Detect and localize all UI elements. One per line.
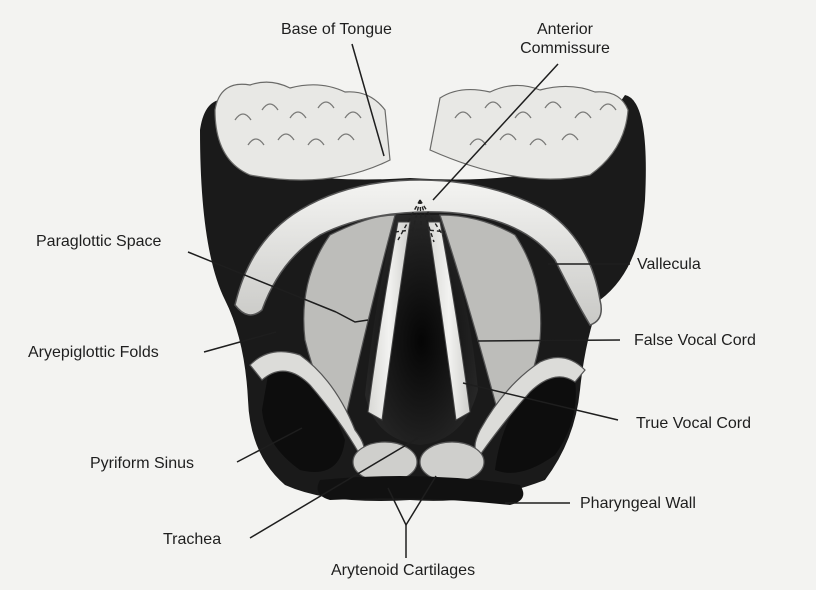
label-anterior-commissure: Anterior Commissure bbox=[500, 20, 630, 58]
arytenoid-right bbox=[420, 442, 484, 482]
label-base-of-tongue: Base of Tongue bbox=[281, 20, 392, 39]
label-arytenoid-cartilages: Arytenoid Cartilages bbox=[331, 561, 475, 580]
label-pharyngeal-wall: Pharyngeal Wall bbox=[580, 494, 696, 513]
label-false-vocal-cord: False Vocal Cord bbox=[634, 331, 756, 350]
label-vallecula: Vallecula bbox=[637, 255, 701, 274]
arytenoid-left bbox=[353, 442, 417, 482]
label-paraglottic-space: Paraglottic Space bbox=[36, 232, 161, 251]
tongue-base bbox=[215, 82, 628, 180]
label-pyriform-sinus: Pyriform Sinus bbox=[90, 454, 194, 473]
label-aryepiglottic-folds: Aryepiglottic Folds bbox=[28, 343, 159, 362]
label-anterior-commissure-line1: Anterior bbox=[500, 20, 630, 39]
label-anterior-commissure-line2: Commissure bbox=[500, 39, 630, 58]
label-true-vocal-cord: True Vocal Cord bbox=[636, 414, 751, 433]
label-trachea: Trachea bbox=[163, 530, 221, 549]
